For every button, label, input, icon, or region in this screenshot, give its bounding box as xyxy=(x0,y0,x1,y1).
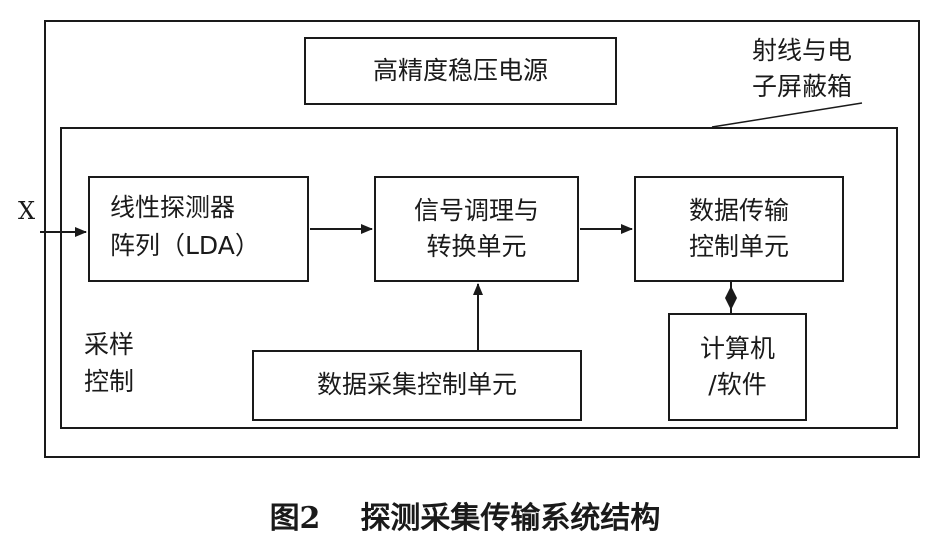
shield-box-label-line2: 子屏蔽箱 xyxy=(752,72,853,101)
conditioning-box: 信号调理与 转换单元 xyxy=(374,176,579,282)
sampling-control-label: 采样 控制 xyxy=(84,326,134,400)
lda-label-line2: 阵列（LDA） xyxy=(110,231,260,260)
transfer-computer-diamond xyxy=(725,286,737,310)
figure-title: 探测采集传输系统结构 xyxy=(360,501,661,536)
computer-label-line1: 计算机 xyxy=(699,333,775,363)
figure-caption: 图2 探测采集传输系统结构 xyxy=(0,493,930,537)
conditioning-label-line2: 转换单元 xyxy=(426,232,527,261)
sampling-control-line2: 控制 xyxy=(84,367,135,396)
acquisition-control-label: 数据采集控制单元 xyxy=(316,370,517,400)
sampling-control-line1: 采样 xyxy=(84,330,135,359)
power-supply-box: 高精度稳压电源 xyxy=(304,37,617,105)
figure-number: 图2 xyxy=(269,501,321,536)
conditioning-label-line1: 信号调理与 xyxy=(413,195,539,225)
power-supply-label: 高精度稳压电源 xyxy=(372,55,548,85)
input-x-label: X xyxy=(18,197,36,225)
transfer-box: 数据传输 控制单元 xyxy=(634,176,844,282)
lda-label-line1: 线性探测器 xyxy=(110,193,236,222)
shield-label-leader xyxy=(711,102,863,128)
transfer-label-line1: 数据传输 xyxy=(688,195,789,225)
shield-box-label-line1: 射线与电 xyxy=(752,36,853,65)
lda-box: 线性探测器 阵列（LDA） xyxy=(88,176,309,282)
transfer-label-line2: 控制单元 xyxy=(688,232,789,261)
computer-label-line2: /软件 xyxy=(708,370,767,399)
computer-box: 计算机 /软件 xyxy=(668,313,807,421)
shield-box-label: 射线与电 子屏蔽箱 xyxy=(752,33,852,105)
acquisition-control-box: 数据采集控制单元 xyxy=(252,350,582,421)
